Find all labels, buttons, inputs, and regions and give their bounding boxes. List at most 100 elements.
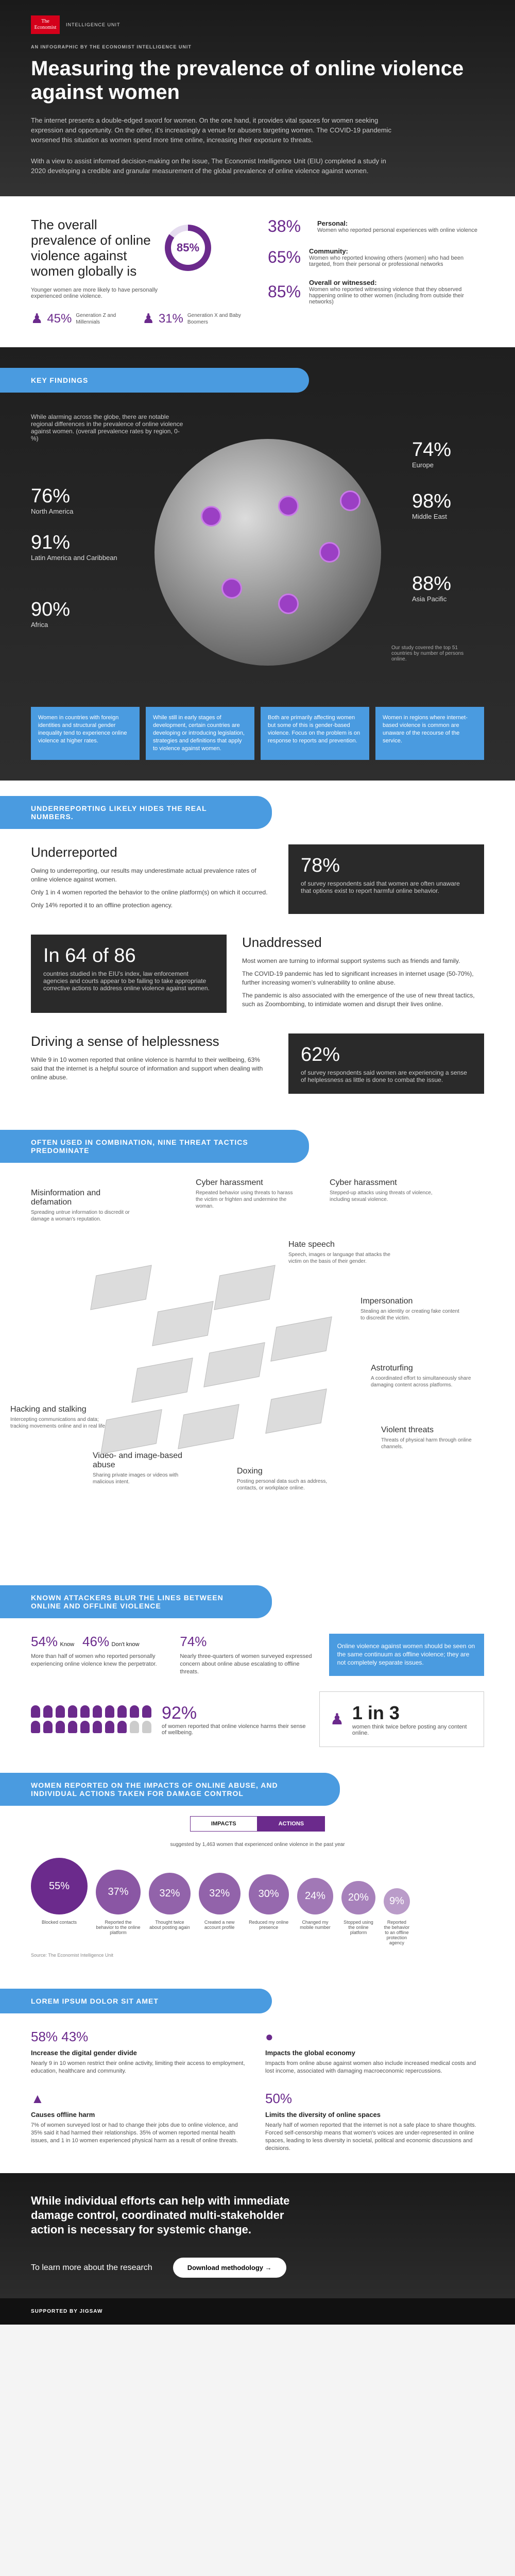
- impact-gender-divide: 58% 43%Increase the digital gender divid…: [31, 2029, 245, 2074]
- person-icon: [117, 1705, 127, 1718]
- action-bubble: 24%: [297, 1878, 334, 1914]
- tactics-section: OFTEN USED IN COMBINATION, NINE THREAT T…: [0, 1130, 515, 1570]
- people-grid: [31, 1705, 151, 1733]
- callout-78: 78% of survey respondents said that wome…: [288, 844, 484, 914]
- toggle-impacts[interactable]: IMPACTS: [190, 1816, 258, 1832]
- intro-paragraph-2: With a view to assist informed decision-…: [31, 157, 386, 175]
- action-bubble: 9%: [383, 1888, 410, 1914]
- pin-africa[interactable]: [278, 594, 299, 614]
- action-label: Stopped using the online platform: [344, 1920, 373, 1935]
- person-icon: ♟: [31, 311, 43, 326]
- stat-overall: 85% Overall or witnessed:Women who repor…: [268, 279, 464, 305]
- pin-europe[interactable]: [278, 496, 299, 516]
- underreporting-section: UNDERREPORTING LIKELY HIDES THE REAL NUM…: [0, 781, 515, 1130]
- outro-title: While individual efforts can help with i…: [31, 2194, 290, 2236]
- region-north-america: 76%North America: [31, 485, 74, 515]
- pin-asia-pacific[interactable]: [340, 490, 360, 511]
- person-icon: [142, 1721, 151, 1733]
- person-icon: [80, 1705, 90, 1718]
- findings-cards: Women in countries with foreign identiti…: [31, 707, 484, 760]
- intro-paragraph-1: The internet presents a double-edged swo…: [31, 116, 392, 144]
- underreported-heading: Underreported: [31, 844, 117, 860]
- person-icon: [105, 1705, 114, 1718]
- underreporting-banner: UNDERREPORTING LIKELY HIDES THE REAL NUM…: [0, 796, 272, 829]
- action-label: Reported the behavior to the online plat…: [96, 1920, 141, 1935]
- person-icon: [43, 1705, 53, 1718]
- globe-graphic: [154, 439, 381, 666]
- logo-subtitle: INTELLIGENCE UNIT: [66, 22, 121, 27]
- gen-x-stat: ♟ 31% Generation X and Baby Boomers: [142, 311, 241, 326]
- hero: The Economist INTELLIGENCE UNIT AN INFOG…: [0, 0, 515, 196]
- stat-community: 65% Community:Women who reported knowing…: [268, 247, 464, 267]
- actions-banner: WOMEN REPORTED ON THE IMPACTS OF ONLINE …: [0, 1773, 340, 1806]
- callout-62: 62% of survey respondents said women are…: [288, 1033, 484, 1094]
- region-latin-america: 91%Latin America and Caribbean: [31, 532, 117, 562]
- tile-graphic: [90, 1265, 152, 1310]
- actions-note: suggested by 1,463 women that experience…: [170, 1842, 345, 1848]
- overall-donut: 85%: [165, 225, 211, 271]
- overall-title: The overall prevalence of online violenc…: [31, 217, 151, 279]
- study-note: Our study covered the top 51 countries b…: [391, 645, 464, 662]
- tile-graphic: [214, 1265, 276, 1310]
- action-bubble: 30%: [248, 1874, 289, 1914]
- pin-north-america[interactable]: [201, 506, 221, 527]
- person-icon: [68, 1705, 77, 1718]
- gen-z-stat: ♟ 45% Generation Z and Millennials: [31, 311, 116, 326]
- overall-pct: 85%: [171, 231, 205, 265]
- action-label: Reported the behavior to an offline prot…: [384, 1920, 410, 1945]
- actions-bubble-chart: 55%37%32%32%30%24%20%9%: [31, 1858, 484, 1914]
- person-icon: [31, 1721, 40, 1733]
- action-label: Blocked contacts: [41, 1920, 77, 1925]
- tile-graphic: [203, 1342, 265, 1387]
- download-methodology-button[interactable]: Download methodology →: [173, 2258, 286, 2278]
- warning-icon: ▲: [31, 2091, 44, 2106]
- footer-supported-by: SUPPORTED BY JIGSAW: [0, 2298, 515, 2325]
- unaddressed-heading: Unaddressed: [242, 935, 322, 950]
- action-label: Reduced my online presence: [249, 1920, 289, 1930]
- person-icon: [93, 1705, 102, 1718]
- action-bubble: 55%: [31, 1858, 88, 1914]
- person-icon: [130, 1705, 139, 1718]
- page-title: Measuring the prevalence of online viole…: [31, 57, 464, 104]
- callout-64-of-86: In 64 of 86 countries studied in the EIU…: [31, 935, 227, 1013]
- finding-card: Women in countries with foreign identiti…: [31, 707, 140, 760]
- person-icon: [93, 1721, 102, 1733]
- action-bubble: 32%: [149, 1873, 191, 1914]
- action-label: Changed my mobile number: [300, 1920, 331, 1930]
- person-icon: ♟: [142, 311, 154, 326]
- person-icon: [68, 1721, 77, 1733]
- person-icon: [43, 1721, 53, 1733]
- toggle-actions[interactable]: ACTIONS: [257, 1816, 325, 1832]
- globe-map: While alarming across the globe, there a…: [31, 408, 484, 697]
- overall-stats: The overall prevalence of online violenc…: [0, 196, 515, 347]
- sponsor-line: AN INFOGRAPHIC BY THE ECONOMIST INTELLIG…: [31, 44, 192, 49]
- finding-card: Both are primarily affecting women but s…: [261, 707, 369, 760]
- bubble-labels: Blocked contacts Reported the behavior to…: [31, 1920, 484, 1945]
- tile-graphic: [265, 1388, 327, 1434]
- person-icon: [56, 1705, 65, 1718]
- continuum-card: Online violence against women should be …: [329, 1634, 484, 1676]
- action-label: Created a new account profile: [204, 1920, 235, 1930]
- action-bubble: 32%: [198, 1873, 241, 1914]
- tile-graphic: [178, 1404, 239, 1449]
- source-note: Source: The Economist Intelligence Unit: [31, 1953, 113, 1958]
- pin-latin-america[interactable]: [221, 578, 242, 599]
- pin-middle-east[interactable]: [319, 542, 340, 563]
- outro-section: While individual efforts can help with i…: [0, 2173, 515, 2298]
- action-bubble: 37%: [96, 1869, 141, 1914]
- stat-personal: 38% Personal:Women who reported personal…: [268, 217, 478, 235]
- action-bubble: 20%: [341, 1880, 375, 1914]
- regional-intro: While alarming across the globe, there a…: [31, 413, 183, 442]
- person-icon: [117, 1721, 127, 1733]
- globe-icon: ●: [265, 2029, 273, 2044]
- economist-logo[interactable]: The Economist: [31, 15, 60, 34]
